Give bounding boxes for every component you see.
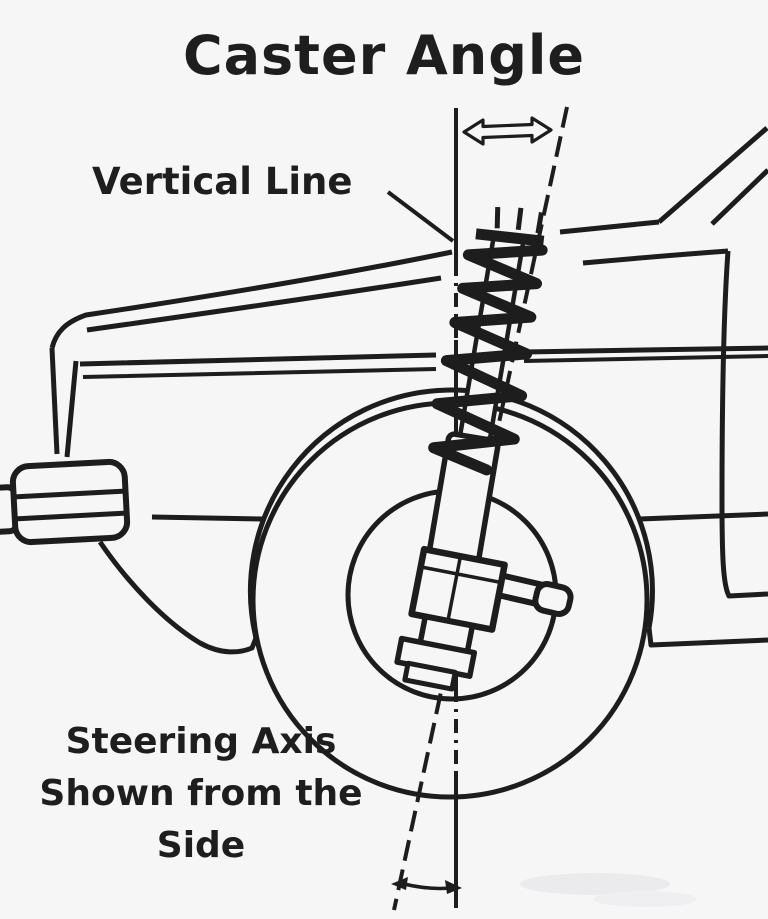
- strut-mount-studs: [494, 206, 544, 234]
- steering-knuckle: [394, 545, 508, 692]
- rub-strip-lower: [82, 354, 768, 379]
- sill-line-right: [639, 511, 768, 522]
- bumper-stripe-2: [15, 510, 126, 522]
- vertical-line-label: Vertical Line: [92, 160, 353, 203]
- hood-top-line: [49, 249, 453, 349]
- hood-top-line-right: [559, 219, 660, 235]
- front-valance-curve: [97, 540, 259, 655]
- windshield-inner-line: [710, 168, 768, 226]
- fender-arch: [247, 387, 655, 639]
- caster-angle-arrow-icon: [391, 877, 462, 894]
- door-edge-line: [719, 250, 768, 599]
- label-pointer-line: [386, 190, 455, 243]
- bumper-body: [9, 458, 131, 546]
- car-body-outline: [49, 126, 768, 655]
- hood-crease-line-right: [582, 248, 729, 266]
- strut-upper: [426, 206, 548, 566]
- front-fascia-outer: [49, 347, 60, 455]
- steering-axis-label: Steering Axis Shown from the Side: [8, 716, 394, 872]
- knuckle-foot: [402, 660, 458, 692]
- caster-offset-arrow-icon: [462, 116, 553, 146]
- sill-line-left: [151, 514, 265, 522]
- steering-axis-label-line3: Side: [156, 825, 246, 866]
- front-bumper: [0, 458, 131, 546]
- steering-axis-label-line2: Shown from the: [39, 773, 363, 814]
- rub-strip-upper: [79, 345, 768, 367]
- diagram-title: Caster Angle: [182, 24, 586, 87]
- knuckle-detail-lines: [420, 555, 502, 622]
- tie-rod-end: [532, 581, 574, 617]
- coil-spring: [428, 244, 548, 476]
- front-fascia-inner: [64, 360, 79, 458]
- strut-assembly: [394, 206, 574, 692]
- paper-smudge: [520, 873, 697, 907]
- hood-crease-line: [86, 275, 442, 333]
- steering-axis-label-line1: Steering Axis: [65, 721, 337, 762]
- windshield-line: [657, 126, 768, 224]
- spring-top-cap: [475, 228, 545, 247]
- rocker-line-right: [646, 627, 768, 648]
- bumper-stripe-1: [14, 488, 125, 500]
